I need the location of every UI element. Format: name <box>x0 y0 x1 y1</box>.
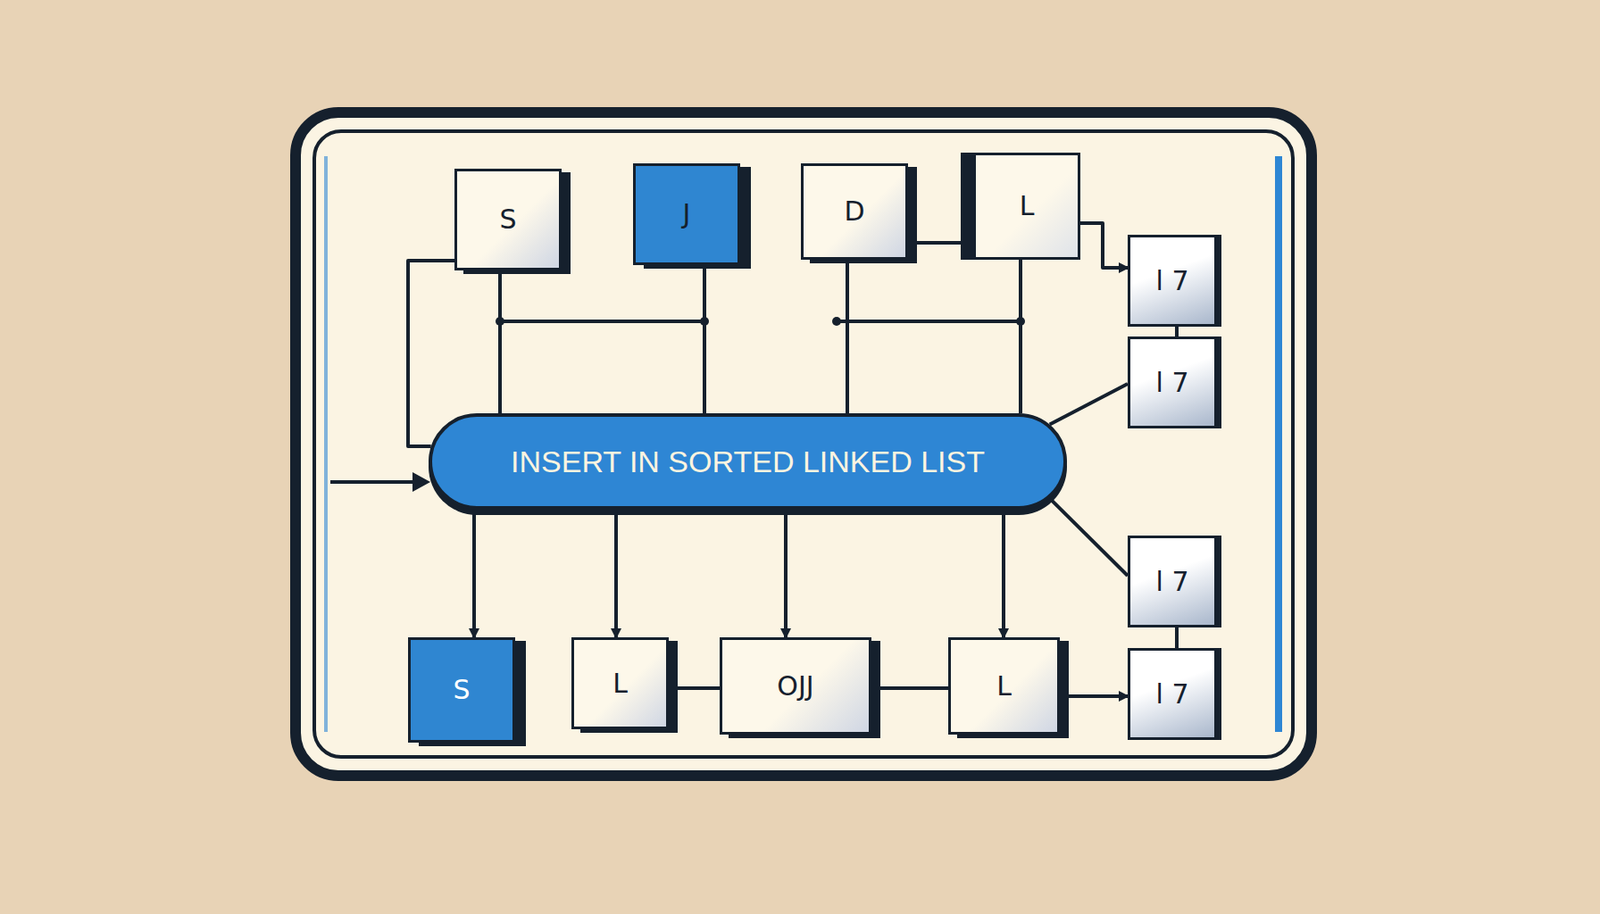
list-node: OJJ <box>719 637 872 735</box>
node-label: L <box>612 667 628 700</box>
node-label: l 7 <box>1156 566 1190 599</box>
node-label: l 7 <box>1156 366 1190 400</box>
card-frame <box>295 112 1312 776</box>
bus-bar <box>500 319 705 324</box>
connector <box>871 686 949 691</box>
input-arrow <box>330 480 417 484</box>
connector <box>1080 223 1128 268</box>
list-node: J <box>633 163 741 266</box>
blue-accent <box>324 156 328 733</box>
connector <box>1175 326 1179 337</box>
card-inner-frame <box>314 131 1293 758</box>
node-label: D <box>843 195 865 228</box>
input-arrowhead <box>412 472 431 492</box>
connector <box>908 241 974 245</box>
connector <box>702 265 707 414</box>
bus-dot <box>832 316 842 326</box>
connector <box>668 686 720 691</box>
node-label: S <box>452 674 470 707</box>
connector <box>845 259 850 414</box>
connector <box>1050 383 1128 425</box>
connector <box>1059 694 1128 699</box>
bus-bar <box>836 319 1021 324</box>
connector <box>1018 259 1023 414</box>
result-node: l 7 <box>1127 234 1222 327</box>
node-label: l 7 <box>1156 678 1190 711</box>
result-node: l 7 <box>1127 336 1222 429</box>
connector <box>1050 498 1128 576</box>
connector <box>783 509 788 638</box>
node-label: OJJ <box>776 670 814 703</box>
list-node: L <box>948 637 1060 735</box>
connector <box>472 509 476 638</box>
list-node: L <box>973 152 1081 260</box>
connector <box>498 270 502 414</box>
list-node: D <box>800 163 909 260</box>
result-node: l 7 <box>1127 648 1222 741</box>
node-label: L <box>996 670 1012 703</box>
result-node: l 7 <box>1127 535 1222 628</box>
node-label: S <box>499 203 517 236</box>
connector <box>614 509 618 638</box>
list-node: S <box>408 637 516 743</box>
blue-accent <box>1275 156 1283 733</box>
operation-pill: INSERT IN SORTED LINKED LIST <box>428 413 1067 510</box>
node-label: l 7 <box>1156 265 1190 298</box>
node-label: INSERT IN SORTED LINKED LIST <box>510 443 985 481</box>
connector <box>1175 627 1179 649</box>
list-node: S <box>454 168 562 271</box>
list-node: L <box>571 637 669 730</box>
connector <box>1001 509 1006 638</box>
node-label: L <box>1019 190 1035 223</box>
node-label: J <box>683 198 692 231</box>
connector <box>408 260 455 447</box>
